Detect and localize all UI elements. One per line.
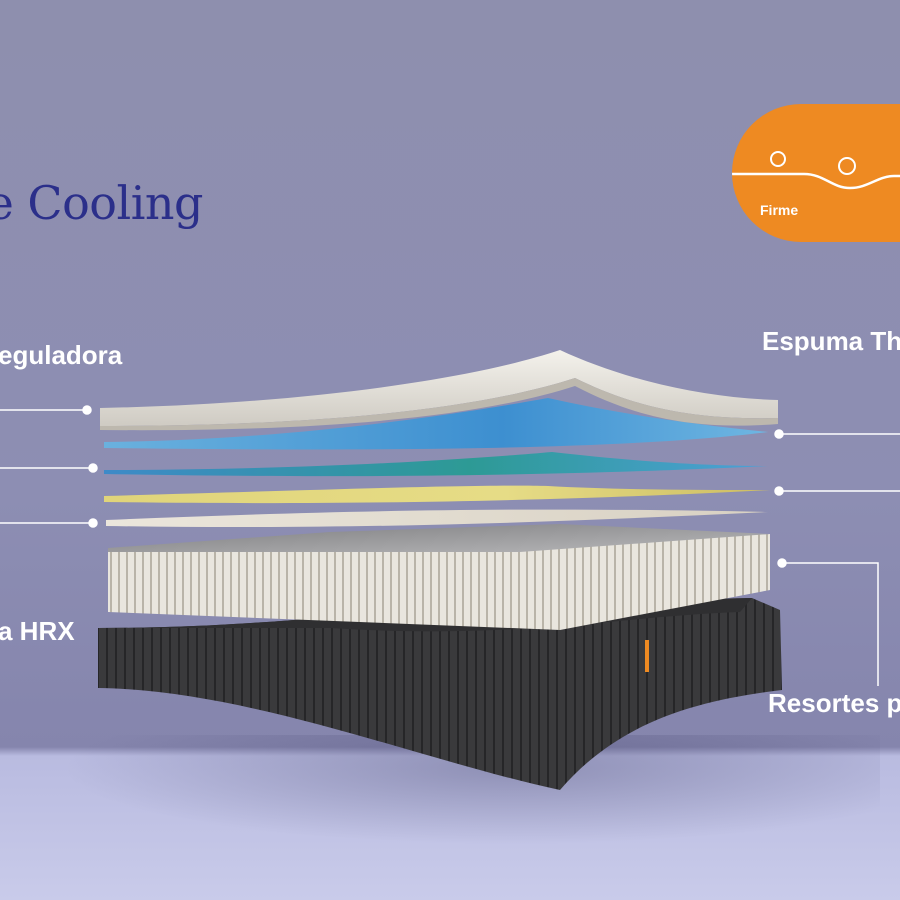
callout-dot-icon	[82, 405, 92, 415]
foam-layer-blue	[104, 398, 768, 450]
firmness-label: Firme	[760, 202, 799, 218]
spring-layer	[108, 534, 770, 630]
layer-label-regulating-foam: eguladora	[0, 340, 123, 370]
callout-dot-icon	[88, 463, 98, 473]
layer-label-springs: Resortes p	[768, 688, 900, 718]
firmness-badge: Firme	[732, 104, 900, 242]
callout-lines-right	[774, 429, 900, 686]
product-title: uxe Cooling	[0, 176, 204, 230]
callout-dot-icon	[777, 558, 787, 568]
foam-layer-beige	[106, 509, 768, 528]
top-comfort-layer	[100, 350, 778, 426]
firmness-wave-icon	[732, 151, 900, 190]
callout-dot-icon	[88, 518, 98, 528]
callout-dot-icon	[774, 486, 784, 496]
foam-layer-yellow	[104, 485, 770, 504]
layer-label-hrx-foam: a HRX	[0, 616, 75, 646]
mattress-base	[98, 598, 782, 790]
callout-lines-left	[0, 405, 98, 528]
callout-dot-icon	[774, 429, 784, 439]
foam-layer-teal	[104, 452, 768, 477]
layer-label-thermo-foam: Espuma Th	[762, 326, 900, 356]
brand-tag	[645, 640, 649, 672]
